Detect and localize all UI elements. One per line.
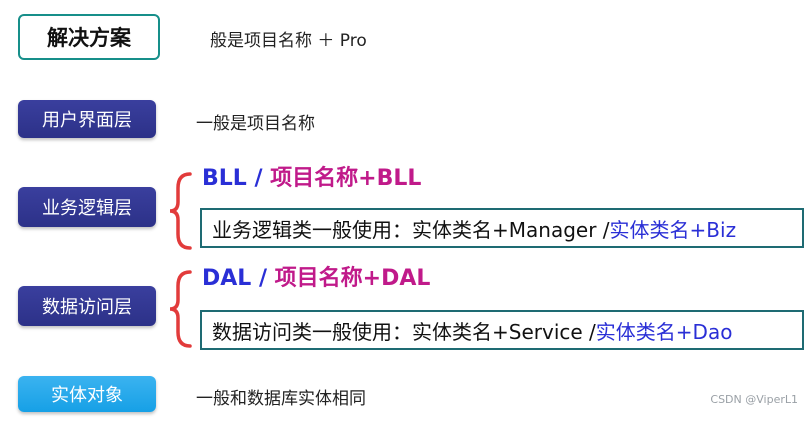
- bll-heading-a: BLL /: [202, 166, 271, 191]
- dal-heading-b: 项目名称+DAL: [274, 266, 431, 291]
- dal-box: 数据访问类一般使用：实体类名+Service / 实体类名+Dao: [200, 310, 804, 350]
- bll-box: 业务逻辑类一般使用：实体类名+Manager / 实体类名+Biz: [200, 208, 804, 248]
- solution-label-text: 解决方案: [47, 26, 131, 50]
- solution-desc: 般是项目名称 ＋ Pro: [210, 31, 367, 51]
- bll-box-a: 业务逻辑类一般使用：实体类名+Manager /: [212, 217, 610, 242]
- dal-box-a: 数据访问类一般使用：实体类名+Service /: [212, 319, 596, 344]
- dal-brace: [169, 270, 192, 348]
- ui-layer-desc: 一般是项目名称: [196, 114, 315, 134]
- entity-layer-label: 实体对象: [18, 376, 156, 412]
- solution-label: 解决方案: [18, 14, 160, 60]
- watermark: CSDN @ViperL1: [710, 393, 798, 406]
- ui-layer-label-text: 用户界面层: [42, 110, 132, 131]
- dal-box-b: 实体类名+Dao: [595, 319, 733, 344]
- bll-layer-label: 业务逻辑层: [18, 187, 156, 227]
- bll-brace: [169, 172, 192, 250]
- entity-layer-label-text: 实体对象: [51, 385, 123, 406]
- dal-heading-a: DAL /: [202, 266, 275, 291]
- dal-heading: DAL / 项目名称+DAL: [202, 260, 430, 292]
- bll-heading: BLL / 项目名称+BLL: [202, 160, 421, 192]
- entity-layer-desc: 一般和数据库实体相同: [196, 389, 366, 409]
- ui-layer-label: 用户界面层: [18, 100, 156, 138]
- dal-brace-path: [169, 270, 192, 348]
- dal-layer-label-text: 数据访问层: [42, 297, 132, 318]
- dal-layer-label: 数据访问层: [18, 286, 156, 326]
- bll-brace-path: [169, 172, 192, 250]
- bll-layer-label-text: 业务逻辑层: [42, 198, 132, 219]
- bll-heading-b: 项目名称+BLL: [270, 166, 422, 191]
- bll-box-b: 实体类名+Biz: [609, 217, 737, 242]
